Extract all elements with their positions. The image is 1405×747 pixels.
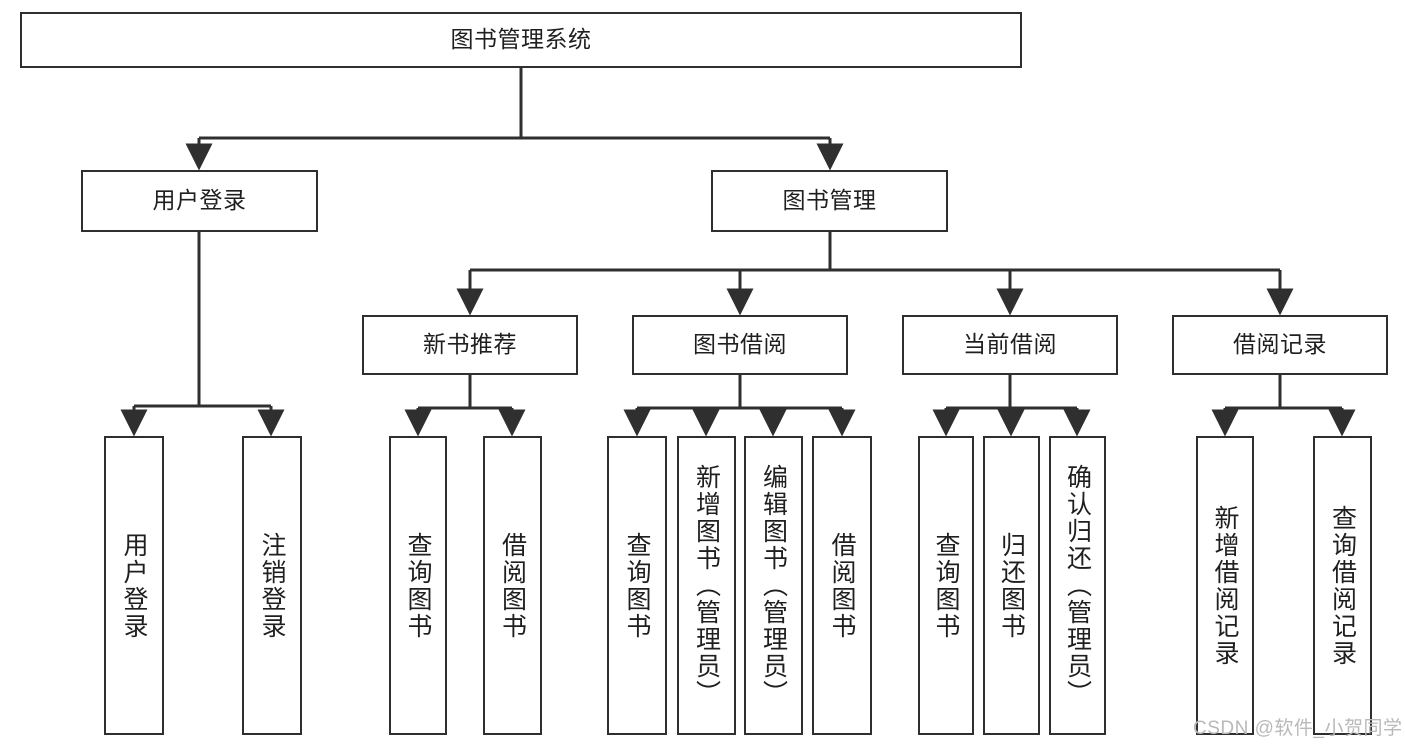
node-book-manage-label: 图书管理 — [782, 187, 877, 214]
node-book-manage[interactable]: 图书管理 — [711, 170, 948, 232]
node-leaf-query-book-3-label: 查询图书 — [932, 531, 960, 640]
node-borrow-record[interactable]: 借阅记录 — [1172, 315, 1388, 375]
watermark: CSDN @软件_小贺同学 — [1193, 718, 1403, 739]
node-leaf-logout-label: 注销登录 — [258, 531, 286, 640]
node-leaf-confirm-return[interactable]: 确认归还（管理员） — [1049, 436, 1106, 735]
node-leaf-query-book-3[interactable]: 查询图书 — [918, 436, 974, 735]
node-leaf-borrow-book-2[interactable]: 借阅图书 — [812, 436, 872, 735]
node-leaf-borrow-book-1-label: 借阅图书 — [498, 531, 527, 640]
node-leaf-add-record-label: 新增借阅记录 — [1211, 504, 1239, 667]
node-current-borrow-label: 当前借阅 — [963, 331, 1057, 358]
node-user-login-label: 用户登录 — [152, 187, 247, 214]
node-leaf-return-book[interactable]: 归还图书 — [983, 436, 1040, 735]
node-leaf-logout[interactable]: 注销登录 — [242, 436, 302, 735]
node-leaf-return-book-label: 归还图书 — [997, 531, 1026, 640]
node-leaf-add-book-label: 新增图书（管理员） — [692, 464, 721, 707]
node-leaf-query-record-label: 查询借阅记录 — [1328, 504, 1357, 667]
node-leaf-query-book-1-label: 查询图书 — [404, 531, 432, 640]
node-leaf-query-book-1[interactable]: 查询图书 — [389, 436, 447, 735]
node-current-borrow[interactable]: 当前借阅 — [902, 315, 1118, 375]
node-root-label: 图书管理系统 — [450, 26, 592, 53]
node-leaf-query-book-2[interactable]: 查询图书 — [607, 436, 667, 735]
node-leaf-query-record[interactable]: 查询借阅记录 — [1313, 436, 1372, 735]
node-leaf-add-record[interactable]: 新增借阅记录 — [1196, 436, 1254, 735]
node-leaf-borrow-book-2-label: 借阅图书 — [828, 531, 856, 640]
node-leaf-edit-book[interactable]: 编辑图书（管理员） — [744, 436, 803, 735]
node-book-borrow-label: 图书借阅 — [693, 331, 787, 358]
node-leaf-edit-book-label: 编辑图书（管理员） — [759, 464, 788, 707]
node-root[interactable]: 图书管理系统 — [20, 12, 1022, 68]
node-leaf-user-login[interactable]: 用户登录 — [104, 436, 164, 735]
arrowheads — [120, 143, 1356, 437]
node-new-book-recommend-label: 新书推荐 — [423, 331, 517, 358]
node-leaf-user-login-label: 用户登录 — [120, 531, 148, 640]
node-book-borrow[interactable]: 图书借阅 — [632, 315, 848, 375]
node-borrow-record-label: 借阅记录 — [1233, 331, 1327, 358]
node-new-book-recommend[interactable]: 新书推荐 — [362, 315, 578, 375]
node-leaf-query-book-2-label: 查询图书 — [623, 531, 651, 640]
node-leaf-add-book[interactable]: 新增图书（管理员） — [677, 436, 736, 735]
node-user-login[interactable]: 用户登录 — [81, 170, 318, 232]
node-leaf-confirm-return-label: 确认归还（管理员） — [1063, 464, 1092, 707]
node-leaf-borrow-book-1[interactable]: 借阅图书 — [483, 436, 542, 735]
